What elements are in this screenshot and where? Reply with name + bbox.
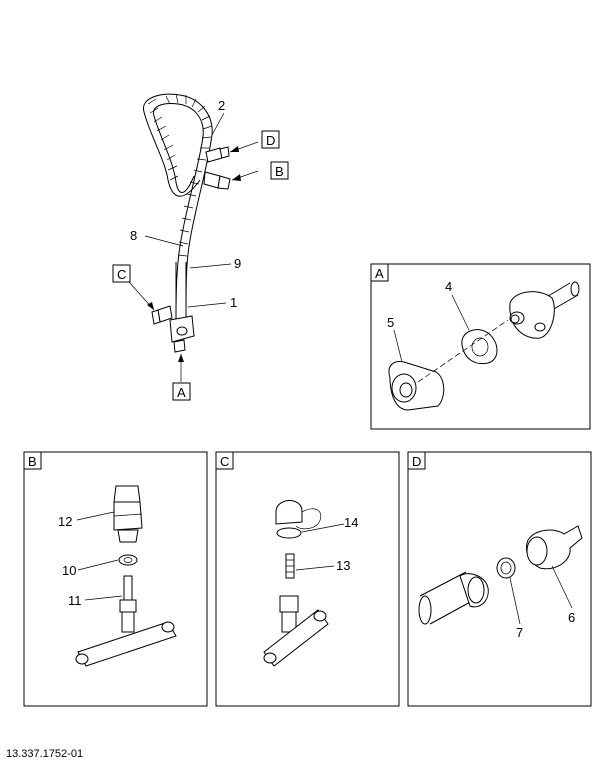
detail-panel-b: B (23, 451, 208, 707)
flange-block (169, 315, 195, 353)
svg-text:C: C (220, 454, 229, 469)
callout-12: 12 (58, 514, 72, 529)
callout-4: 4 (445, 279, 452, 294)
svg-text:A: A (177, 385, 186, 400)
svg-text:B: B (28, 454, 37, 469)
callout-14: 14 (344, 515, 358, 530)
svg-text:D: D (412, 454, 421, 469)
view-tag-b: B (270, 161, 289, 180)
callout-6: 6 (568, 610, 575, 625)
detail-panel-c: C (215, 451, 400, 707)
svg-text:B: B (275, 164, 284, 179)
main-hose-assembly (128, 93, 259, 382)
callout-11: 11 (68, 593, 82, 608)
svg-text:A: A (375, 266, 384, 281)
view-tag-d: D (261, 130, 280, 149)
detail-panel-a: A (370, 263, 591, 430)
svg-text:C: C (117, 267, 126, 282)
callout-9: 9 (234, 256, 241, 271)
callout-10: 10 (62, 563, 76, 578)
view-tag-a: A (172, 382, 191, 401)
fitting-b (203, 171, 231, 190)
fitting-c (151, 305, 173, 325)
callout-1: 1 (230, 295, 237, 310)
callout-8: 8 (130, 228, 137, 243)
figure-id: 13.337.1752-01 (6, 748, 84, 760)
view-tag-c: C (112, 264, 131, 283)
detail-panel-d: D (407, 451, 592, 707)
svg-text:D: D (266, 133, 275, 148)
callout-2: 2 (218, 98, 225, 113)
callout-5: 5 (387, 315, 394, 330)
spiral-wrap-ticks (147, 93, 213, 257)
callout-7: 7 (516, 625, 523, 640)
callout-13: 13 (336, 558, 350, 573)
fitting-d (205, 146, 230, 163)
